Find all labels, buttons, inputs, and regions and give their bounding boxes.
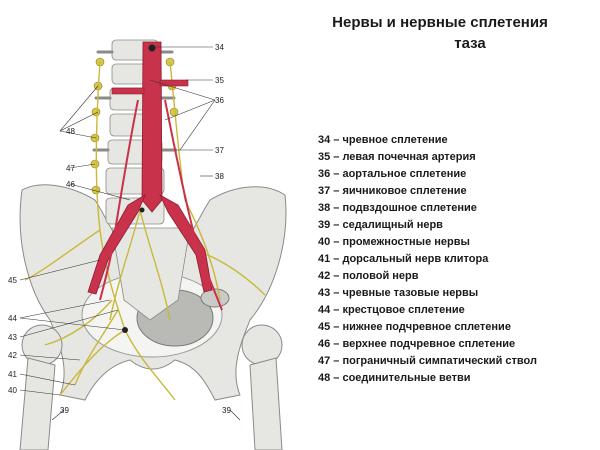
legend-item: 35 – левая почечная артерия <box>318 151 476 163</box>
legend-item: 36 – аортальное сплетение <box>318 168 467 180</box>
aorta <box>87 41 213 295</box>
callout-34: 34 <box>215 43 224 52</box>
legend-list: 34 – чревное сплетение 35 – левая почечн… <box>318 132 537 387</box>
legend-item: 39 – седалищный нерв <box>318 219 443 231</box>
callout-38: 38 <box>215 172 224 181</box>
callout-41: 41 <box>8 370 17 379</box>
callout-36: 36 <box>215 96 224 105</box>
left-femur <box>19 357 56 450</box>
ovarian-vessel <box>164 99 223 311</box>
title-line-2: таза <box>454 35 486 52</box>
leader-lines <box>19 46 241 421</box>
legend-item: 44 – крестцовое сплетение <box>318 304 465 316</box>
legend-item: 41 – дорсальный нерв клитора <box>318 253 489 265</box>
callout-39-right: 39 <box>222 406 231 415</box>
legend-item: 47 – пограничный симпатический ствол <box>318 355 537 367</box>
callout-42: 42 <box>8 351 17 360</box>
callout-45: 45 <box>8 276 17 285</box>
diagram-title: Нервы и нервные сплетения таза <box>300 12 580 54</box>
legend-item: 43 – чревные тазовые нервы <box>318 287 479 299</box>
callout-35: 35 <box>215 76 224 85</box>
ovarian-vessel-2 <box>99 99 139 301</box>
pelvis-illustration: 34 35 36 37 38 48 47 46 45 44 43 42 41 4… <box>8 39 287 450</box>
callout-39-left: 39 <box>60 406 69 415</box>
ovary <box>200 288 230 308</box>
legend-item: 38 – подвздошное сплетение <box>318 202 477 214</box>
legend-item: 46 – верхнее подчревное сплетение <box>318 338 516 350</box>
legend-item: 48 – соединительные ветви <box>318 372 471 384</box>
right-femur <box>249 357 283 450</box>
legend-item: 40 – промежностные нервы <box>318 236 470 248</box>
title-line-1: Нервы и нервные сплетения <box>332 14 548 31</box>
callout-44: 44 <box>8 314 17 323</box>
legend-item: 42 – половой нерв <box>318 270 419 282</box>
callout-47: 47 <box>66 164 75 173</box>
nerve-fibres <box>24 61 266 401</box>
callout-48: 48 <box>66 127 75 136</box>
callout-37: 37 <box>215 146 224 155</box>
callout-46: 46 <box>66 180 75 189</box>
callout-40: 40 <box>8 386 17 395</box>
callout-43: 43 <box>8 333 17 342</box>
legend-item: 45 – нижнее подчревное сплетение <box>318 321 511 333</box>
legend-item: 37 – яичниковое сплетение <box>318 185 467 197</box>
legend-item: 34 – чревное сплетение <box>318 134 448 146</box>
